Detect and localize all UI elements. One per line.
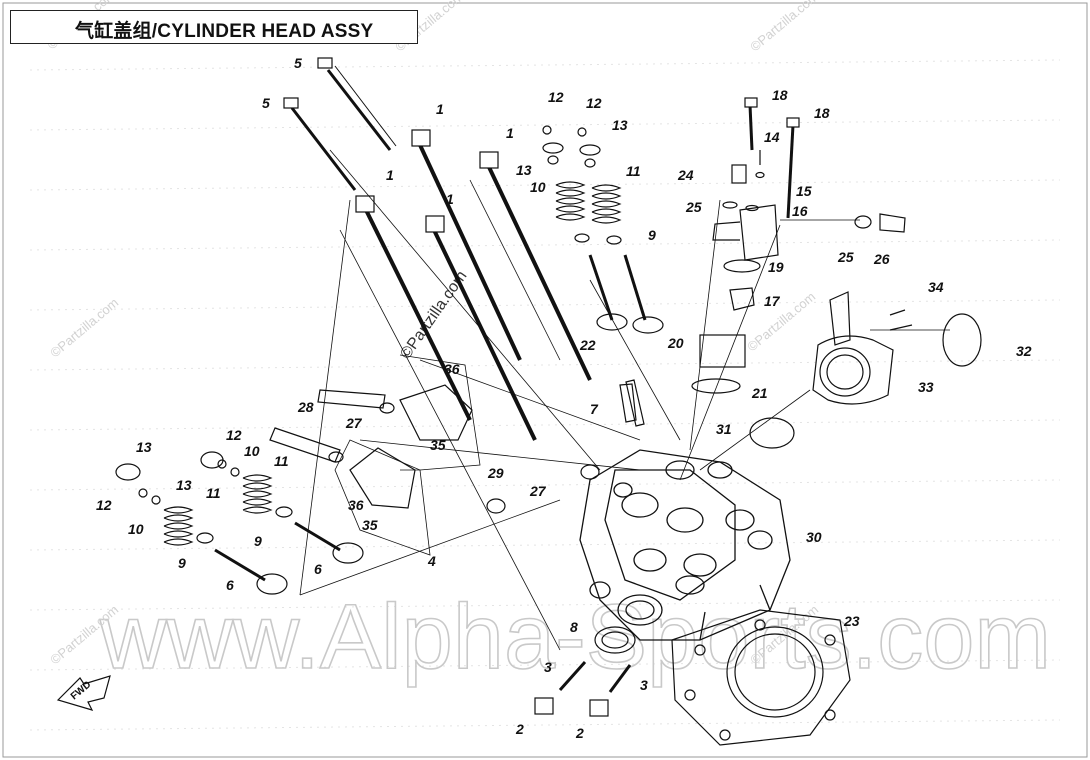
callout-labels: 5 5 1 1 1 1 12 12 13 13 10 11 9 22 18 18… <box>96 55 1032 741</box>
o-ring <box>749 417 795 449</box>
cylinder-head <box>579 449 791 641</box>
callout-23: 23 <box>843 613 860 629</box>
callout-7: 7 <box>590 401 599 417</box>
partzilla-watermark: ©Partzilla.com <box>747 0 821 54</box>
fwd-arrow <box>56 675 111 711</box>
callout-9: 9 <box>178 555 186 571</box>
callout-34: 34 <box>928 279 944 295</box>
callout-35: 35 <box>430 437 446 453</box>
callout-17: 17 <box>764 293 781 309</box>
callout-11: 11 <box>626 163 641 179</box>
intake-boot <box>812 291 982 405</box>
callout-13: 13 <box>516 162 532 178</box>
callout-24: 24 <box>677 167 694 183</box>
callout-6: 6 <box>314 561 322 577</box>
callout-1: 1 <box>506 125 514 141</box>
rocker-arm-assembly <box>269 354 637 556</box>
callout-2: 2 <box>575 725 584 741</box>
callout-13: 13 <box>136 439 152 455</box>
callout-12: 12 <box>548 89 564 105</box>
callout-10: 10 <box>128 521 144 537</box>
callout-8: 8 <box>570 619 578 635</box>
callout-18: 18 <box>814 105 830 121</box>
callout-27: 27 <box>345 415 363 431</box>
callout-27: 27 <box>529 483 547 499</box>
diagram-title: 气缸盖组/CYLINDER HEAD ASSY <box>75 21 374 42</box>
title-box: 气缸盖组/CYLINDER HEAD ASSY <box>10 10 418 44</box>
valve-assembly-lower <box>115 451 364 595</box>
callout-25: 25 <box>685 199 702 215</box>
thermostat-housing <box>691 97 906 394</box>
callout-36: 36 <box>444 361 460 377</box>
callout-10: 10 <box>530 179 546 195</box>
head-bolts <box>283 57 592 441</box>
callout-1: 1 <box>446 191 454 207</box>
partzilla-watermark: ©Partzilla.com <box>47 295 121 360</box>
valve-assembly-upper <box>542 125 664 334</box>
callout-9: 9 <box>254 533 262 549</box>
callout-6: 6 <box>226 577 234 593</box>
part-drawings <box>56 57 982 746</box>
callout-33: 33 <box>918 379 934 395</box>
callout-5: 5 <box>294 55 302 71</box>
callout-4: 4 <box>427 553 436 569</box>
callout-12: 12 <box>586 95 602 111</box>
callout-11: 11 <box>206 485 221 501</box>
partzilla-watermark: ©Partzilla.com <box>744 289 818 354</box>
callout-1: 1 <box>436 101 444 117</box>
callout-1: 1 <box>386 167 394 183</box>
callout-31: 31 <box>716 421 732 437</box>
callout-20: 20 <box>667 335 684 351</box>
callout-9: 9 <box>648 227 656 243</box>
callout-30: 30 <box>806 529 822 545</box>
callout-35: 35 <box>362 517 378 533</box>
callout-5: 5 <box>262 95 270 111</box>
callout-11: 11 <box>274 453 289 469</box>
callout-13: 13 <box>176 477 192 493</box>
callout-25: 25 <box>837 249 854 265</box>
head-gasket <box>671 609 851 746</box>
callout-2: 2 <box>515 721 524 737</box>
callout-29: 29 <box>487 465 504 481</box>
callout-15: 15 <box>796 183 812 199</box>
alignment-lines <box>299 149 950 651</box>
callout-12: 12 <box>96 497 112 513</box>
callout-32: 32 <box>1016 343 1032 359</box>
callout-3: 3 <box>640 677 648 693</box>
callout-21: 21 <box>751 385 768 401</box>
callout-13: 13 <box>612 117 628 133</box>
callout-18: 18 <box>772 87 788 103</box>
callout-14: 14 <box>764 129 780 145</box>
callout-28: 28 <box>297 399 314 415</box>
spark-plug <box>625 379 645 427</box>
callout-36: 36 <box>348 497 364 513</box>
callout-16: 16 <box>792 203 808 219</box>
exhaust-studs <box>534 626 636 717</box>
callout-26: 26 <box>873 251 890 267</box>
callout-12: 12 <box>226 427 242 443</box>
callout-10: 10 <box>244 443 260 459</box>
callout-3: 3 <box>544 659 552 675</box>
callout-22: 22 <box>579 337 596 353</box>
callout-19: 19 <box>768 259 784 275</box>
